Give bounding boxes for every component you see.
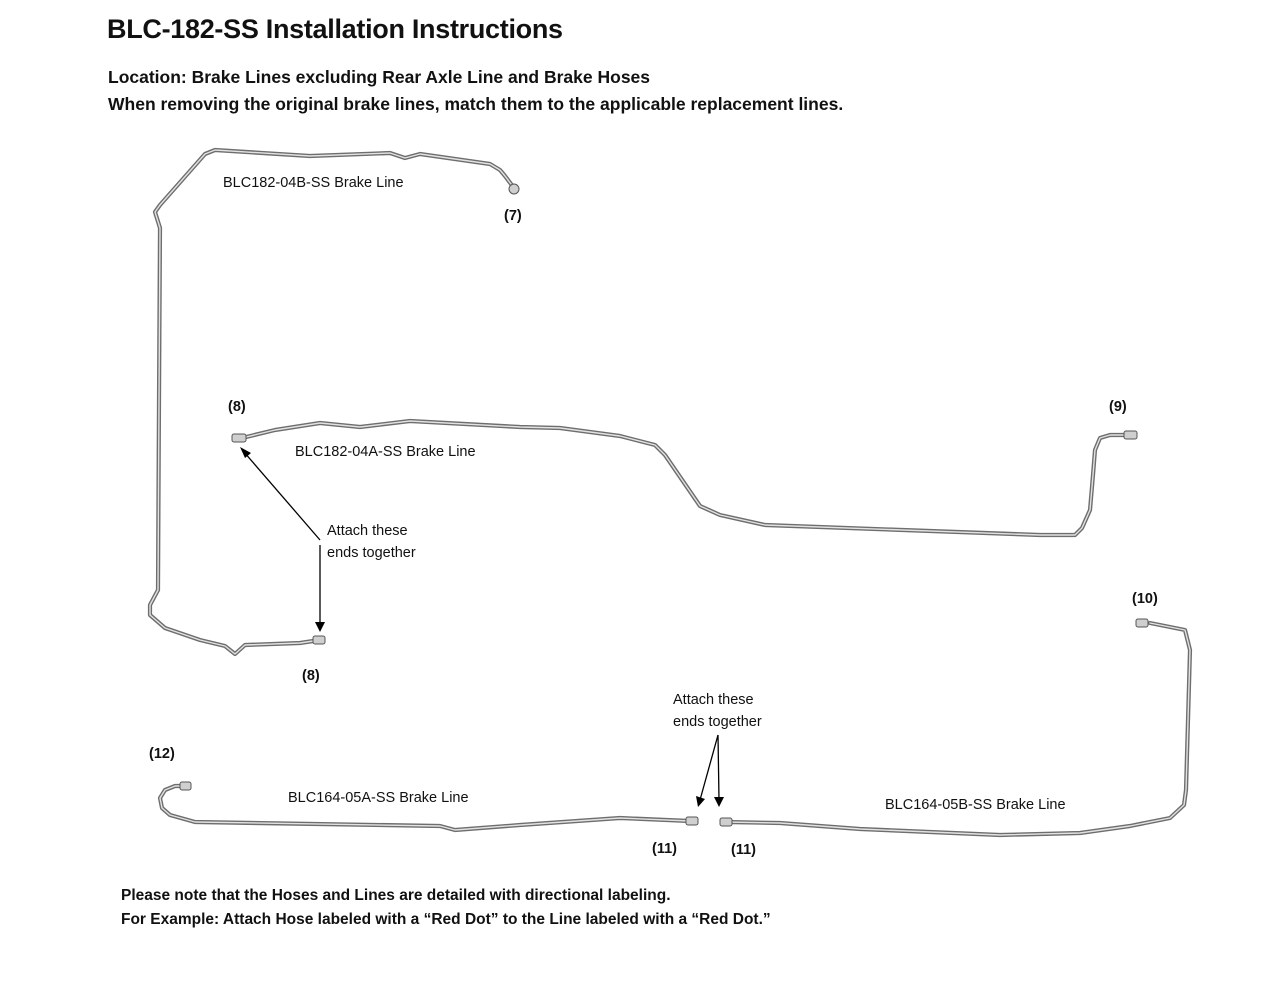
ref-8-upper: (8) bbox=[228, 399, 246, 415]
label-blc164-05a: BLC164-05A-SS Brake Line bbox=[288, 790, 469, 806]
fitting-8-upper bbox=[231, 433, 247, 443]
fitting-10 bbox=[1135, 618, 1149, 628]
arrow-to-fitting-11-left bbox=[699, 734, 719, 801]
arrowhead-lower-right bbox=[714, 797, 724, 807]
attach-note-lower-line1: Attach these bbox=[673, 692, 754, 708]
attach-note-upper-line1: Attach these bbox=[327, 523, 408, 539]
attach-arrows-upper bbox=[240, 447, 325, 632]
attach-note-lower: Attach these ends together bbox=[673, 689, 762, 733]
attach-note-lower-line2: ends together bbox=[673, 714, 762, 730]
arrowhead-upper-left bbox=[240, 447, 251, 458]
ref-9: (9) bbox=[1109, 399, 1127, 415]
brake-line-blc164-05a bbox=[157, 781, 699, 833]
attach-arrows-lower bbox=[696, 734, 724, 807]
label-blc182-04b: BLC182-04B-SS Brake Line bbox=[223, 175, 404, 191]
page-title: BLC-182-SS Installation Instructions bbox=[107, 14, 563, 44]
brake-line-blc182-04a bbox=[231, 418, 1138, 538]
attach-note-upper-line2: ends together bbox=[327, 545, 416, 561]
fitting-7 bbox=[508, 183, 520, 195]
ref-12: (12) bbox=[149, 746, 175, 762]
brake-line-blc182-04b bbox=[147, 147, 520, 657]
ref-7: (7) bbox=[504, 208, 522, 224]
ref-10: (10) bbox=[1132, 591, 1158, 607]
instruction-line: When removing the original brake lines, … bbox=[108, 94, 844, 114]
footer-note-line1: Please note that the Hoses and Lines are… bbox=[121, 887, 671, 904]
location-line: Location: Brake Lines excluding Rear Axl… bbox=[108, 67, 651, 87]
ref-8-lower: (8) bbox=[302, 668, 320, 684]
label-blc164-05b: BLC164-05B-SS Brake Line bbox=[885, 797, 1066, 813]
arrowhead-upper-down bbox=[315, 622, 325, 632]
ref-11-right: (11) bbox=[731, 842, 756, 858]
label-blc182-04a: BLC182-04A-SS Brake Line bbox=[295, 444, 476, 460]
fitting-8-lower bbox=[312, 635, 326, 645]
arrow-to-fitting-8-upper bbox=[243, 451, 321, 541]
fitting-9 bbox=[1123, 430, 1138, 440]
attach-note-upper: Attach these ends together bbox=[327, 520, 416, 564]
fitting-11-right bbox=[719, 817, 733, 827]
fitting-12 bbox=[179, 781, 192, 791]
arrowhead-lower-left bbox=[696, 796, 705, 807]
arrow-to-fitting-11-right bbox=[717, 734, 720, 801]
fitting-11-left bbox=[685, 816, 699, 826]
brake-line-blc164-05b bbox=[719, 618, 1193, 838]
footer-note-line2: For Example: Attach Hose labeled with a … bbox=[121, 911, 771, 928]
ref-11-left: (11) bbox=[652, 841, 677, 857]
